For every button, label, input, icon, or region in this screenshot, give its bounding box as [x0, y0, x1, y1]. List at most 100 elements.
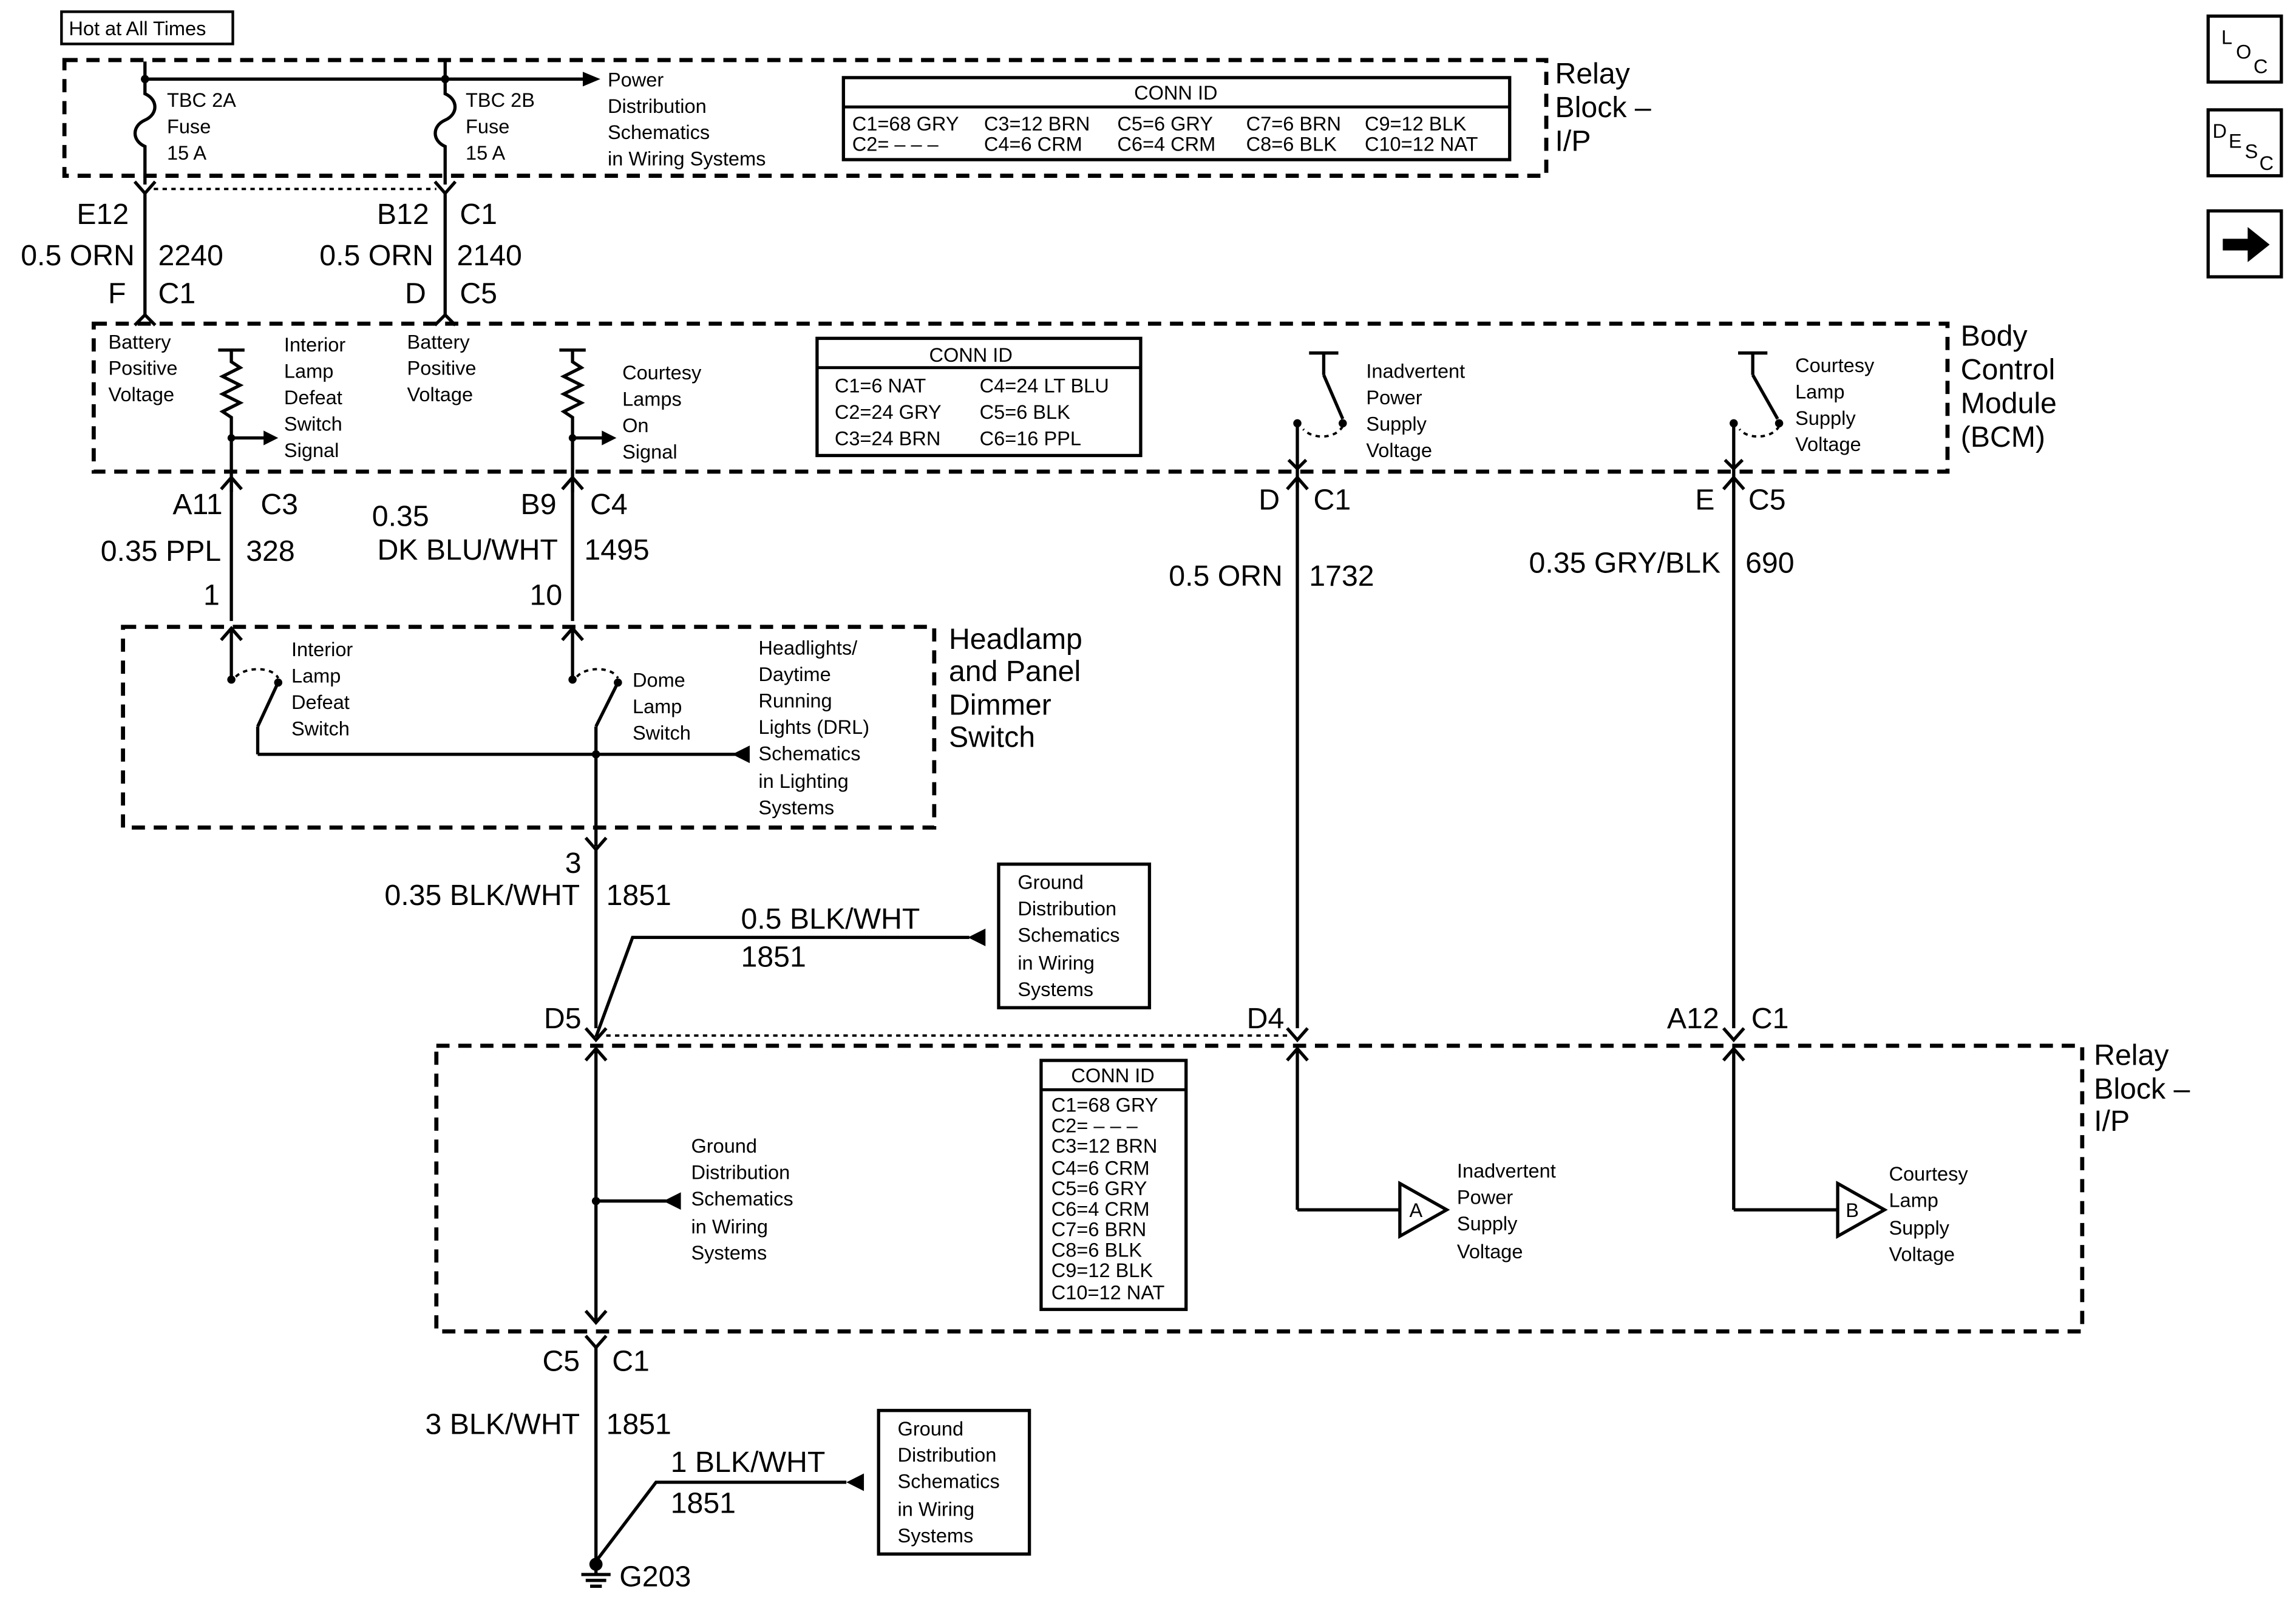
svg-text:TBC 2A: TBC 2A — [167, 89, 236, 111]
svg-text:Power: Power — [1366, 387, 1422, 408]
svg-text:Lamp: Lamp — [1889, 1189, 1938, 1211]
svg-text:2140: 2140 — [457, 239, 522, 272]
svg-text:Fuse: Fuse — [167, 116, 211, 138]
feed-wire-2240: E12 0.5 ORN 2240 F C1 — [21, 180, 223, 327]
svg-text:Distribution: Distribution — [1017, 898, 1116, 920]
svg-text:Battery: Battery — [108, 331, 171, 353]
svg-text:C5=6 GRY: C5=6 GRY — [1051, 1178, 1147, 1199]
ground-distribution-link-bottom[interactable]: Ground Distribution Schematics in Wiring… — [877, 1409, 1031, 1556]
svg-text:C6=4 CRM: C6=4 CRM — [1117, 134, 1215, 155]
svg-text:F: F — [108, 277, 126, 310]
svg-text:Battery: Battery — [407, 331, 470, 353]
svg-text:C6=16 PPL: C6=16 PPL — [980, 428, 1081, 450]
svg-text:A12: A12 — [1667, 1002, 1719, 1035]
svg-text:0.5 BLK/WHT: 0.5 BLK/WHT — [741, 903, 920, 935]
bcm-title-2: Control — [1961, 353, 2056, 386]
svg-text:Inadvertent: Inadvertent — [1457, 1160, 1556, 1182]
svg-text:Courtesy: Courtesy — [622, 362, 702, 384]
svg-text:Systems: Systems — [691, 1242, 767, 1264]
svg-text:Voltage: Voltage — [1457, 1241, 1523, 1263]
svg-text:C1=6 NAT: C1=6 NAT — [835, 375, 926, 397]
relay-top-title-1: Relay — [1555, 58, 1631, 90]
desc-letter-d: D — [2213, 120, 2227, 142]
svg-text:Schematics: Schematics — [758, 742, 860, 764]
svg-text:Switch: Switch — [284, 413, 342, 435]
svg-text:1851: 1851 — [671, 1487, 736, 1520]
arrow-right-icon — [2223, 227, 2270, 262]
svg-text:C1: C1 — [1314, 484, 1351, 517]
relay-top-title-2: Block – — [1555, 91, 1651, 124]
drl-schematics-link[interactable]: Headlights/ Daytime Running Lights (DRL)… — [596, 637, 869, 819]
ground-distribution-link-top[interactable]: Ground Distribution Schematics in Wiring… — [997, 863, 1152, 1009]
wire-1851-lower: C5 C1 3 BLK/WHT 1851 1 BLK/WHT 1851 — [426, 1334, 864, 1563]
svg-text:0.5 ORN: 0.5 ORN — [21, 239, 135, 272]
svg-text:1 BLK/WHT: 1 BLK/WHT — [671, 1446, 826, 1479]
dimmer-title-2: and Panel — [949, 655, 1081, 688]
marker-b: B — [1846, 1199, 1859, 1221]
svg-text:D: D — [405, 277, 426, 310]
loc-button[interactable]: L O C — [2206, 14, 2283, 84]
svg-text:Schematics: Schematics — [608, 121, 710, 143]
svg-text:Schematics: Schematics — [898, 1471, 1000, 1493]
bcm-courtesy-lamp-supply-switch: Courtesy Lamp Supply Voltage — [1724, 351, 1875, 488]
wire-690: E C5 0.35 GRY/BLK 690 A12 C1 — [1529, 475, 1795, 1043]
svg-text:Supply: Supply — [1366, 413, 1427, 435]
svg-text:Supply: Supply — [1795, 407, 1856, 429]
svg-text:in Wiring: in Wiring — [691, 1216, 768, 1238]
svg-text:TBC 2B: TBC 2B — [466, 89, 535, 111]
feed-wire-2140: B12 C1 0.5 ORN 2140 D C5 — [319, 180, 522, 327]
svg-text:C5: C5 — [460, 277, 497, 310]
svg-text:On: On — [622, 415, 648, 436]
dimmer-title-4: Switch — [949, 721, 1035, 754]
power-distribution-link[interactable]: Power Distribution Schematics in Wiring … — [608, 69, 766, 169]
svg-text:Lamp: Lamp — [284, 361, 333, 382]
ground-distribution-link-middle[interactable]: Ground Distribution Schematics in Wiring… — [691, 1135, 793, 1264]
bcm-title-4: (BCM) — [1961, 421, 2045, 453]
relay-bottom-title-1: Relay — [2094, 1039, 2169, 1071]
svg-text:B9: B9 — [521, 488, 557, 521]
desc-button[interactable]: D E S C — [2206, 108, 2283, 178]
svg-text:C4: C4 — [590, 488, 628, 521]
svg-text:C5=6 GRY: C5=6 GRY — [1117, 113, 1213, 135]
loc-letter-o: O — [2236, 41, 2251, 63]
svg-text:1732: 1732 — [1309, 560, 1374, 592]
svg-text:Schematics: Schematics — [691, 1188, 793, 1210]
hot-at-all-times-label: Hot at All Times — [69, 18, 206, 39]
svg-text:Supply: Supply — [1889, 1217, 1949, 1239]
svg-text:C2=24 GRY: C2=24 GRY — [835, 401, 942, 423]
svg-text:C5: C5 — [542, 1345, 580, 1378]
svg-text:15 A: 15 A — [466, 142, 505, 164]
next-page-button[interactable] — [2206, 209, 2283, 279]
relay-block-bottom — [434, 1043, 2085, 1334]
svg-text:Voltage: Voltage — [407, 384, 474, 405]
svg-text:Signal: Signal — [284, 439, 339, 461]
svg-text:Switch: Switch — [633, 722, 691, 744]
svg-text:DK BLU/WHT: DK BLU/WHT — [377, 534, 557, 566]
conn-id-table-top: CONN ID C1=68 GRY C3=12 BRN C5=6 GRY C7=… — [841, 76, 1512, 161]
svg-text:C2= – – –: C2= – – – — [852, 134, 939, 155]
svg-text:C1: C1 — [1751, 1002, 1789, 1035]
svg-text:Lights (DRL): Lights (DRL) — [758, 716, 869, 738]
svg-text:1851: 1851 — [606, 879, 671, 912]
svg-text:C3: C3 — [260, 488, 298, 521]
wire-328: A11 C3 0.35 PPL 328 1 — [101, 475, 298, 622]
svg-text:E: E — [1695, 484, 1714, 517]
loc-letter-l: L — [2221, 26, 2232, 48]
svg-text:Headlights/: Headlights/ — [758, 637, 858, 659]
svg-text:C1: C1 — [460, 198, 497, 231]
wire-1495: B9 C4 0.35 DK BLU/WHT 1495 10 — [372, 475, 650, 622]
svg-text:Inadvertent: Inadvertent — [1366, 361, 1465, 382]
svg-text:0.35 BLK/WHT: 0.35 BLK/WHT — [384, 879, 580, 912]
svg-text:Distribution: Distribution — [898, 1444, 997, 1466]
svg-text:Distribution: Distribution — [608, 95, 707, 117]
svg-text:D5: D5 — [544, 1002, 582, 1035]
svg-text:Fuse: Fuse — [466, 116, 509, 138]
wire-1732: D C1 0.5 ORN 1732 D4 — [1169, 475, 1374, 1043]
svg-text:Supply: Supply — [1457, 1213, 1518, 1235]
svg-text:Ground: Ground — [691, 1135, 757, 1157]
svg-text:in Lighting: in Lighting — [758, 770, 848, 792]
svg-text:CONN ID: CONN ID — [1071, 1065, 1154, 1086]
relay-bottom-title-3: I/P — [2094, 1105, 2130, 1137]
svg-text:Lamp: Lamp — [633, 696, 682, 717]
svg-text:690: 690 — [1745, 546, 1794, 579]
